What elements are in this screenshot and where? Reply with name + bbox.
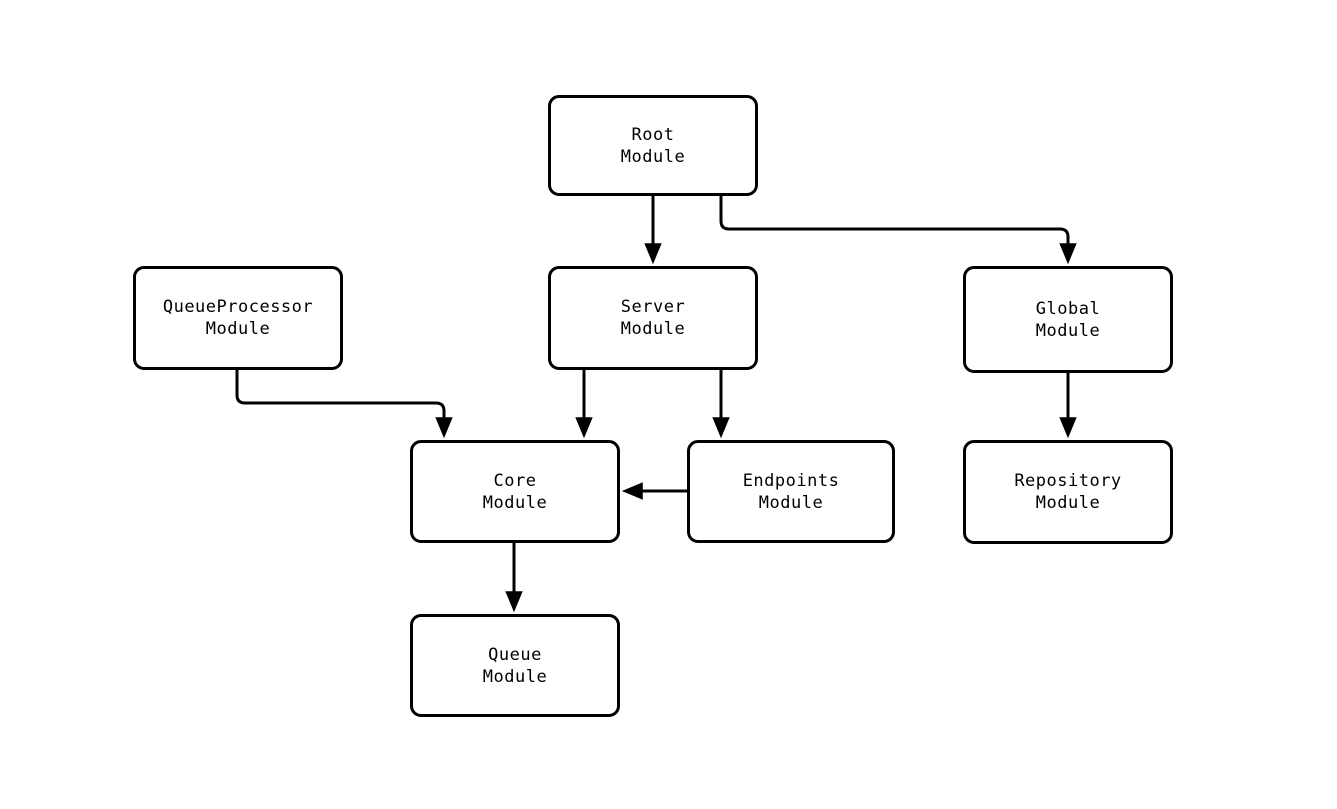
node-global-title: Global — [1035, 298, 1101, 319]
node-repository[interactable]: Repository Module — [963, 440, 1173, 544]
node-core-subtitle: Module — [482, 492, 548, 513]
node-core[interactable]: Core Module — [410, 440, 620, 543]
node-root-subtitle: Module — [620, 146, 686, 167]
node-queue-subtitle: Module — [482, 666, 548, 687]
node-core-title: Core — [493, 470, 537, 491]
node-endpoints[interactable]: Endpoints Module — [687, 440, 895, 543]
node-endpoints-subtitle: Module — [758, 492, 824, 513]
node-queueprocessor-subtitle: Module — [205, 319, 271, 339]
node-server[interactable]: Server Module — [548, 266, 758, 370]
node-global[interactable]: Global Module — [963, 266, 1173, 373]
edge-root-global — [719, 196, 1077, 265]
node-repository-subtitle: Module — [1035, 493, 1101, 513]
node-queueprocessor-title: QueueProcessor — [162, 297, 314, 317]
node-server-title: Server — [620, 297, 686, 317]
node-queue[interactable]: Queue Module — [410, 614, 620, 717]
node-queueprocessor[interactable]: QueueProcessor Module — [133, 266, 343, 370]
node-queue-title: Queue — [488, 644, 542, 665]
node-server-subtitle: Module — [620, 319, 686, 339]
node-root[interactable]: Root Module — [548, 95, 758, 196]
node-global-subtitle: Module — [1035, 320, 1101, 341]
node-repository-title: Repository — [1014, 471, 1122, 491]
edge-queueprocessor-core — [235, 370, 453, 439]
node-root-title: Root — [631, 124, 675, 145]
node-endpoints-title: Endpoints — [742, 470, 840, 491]
